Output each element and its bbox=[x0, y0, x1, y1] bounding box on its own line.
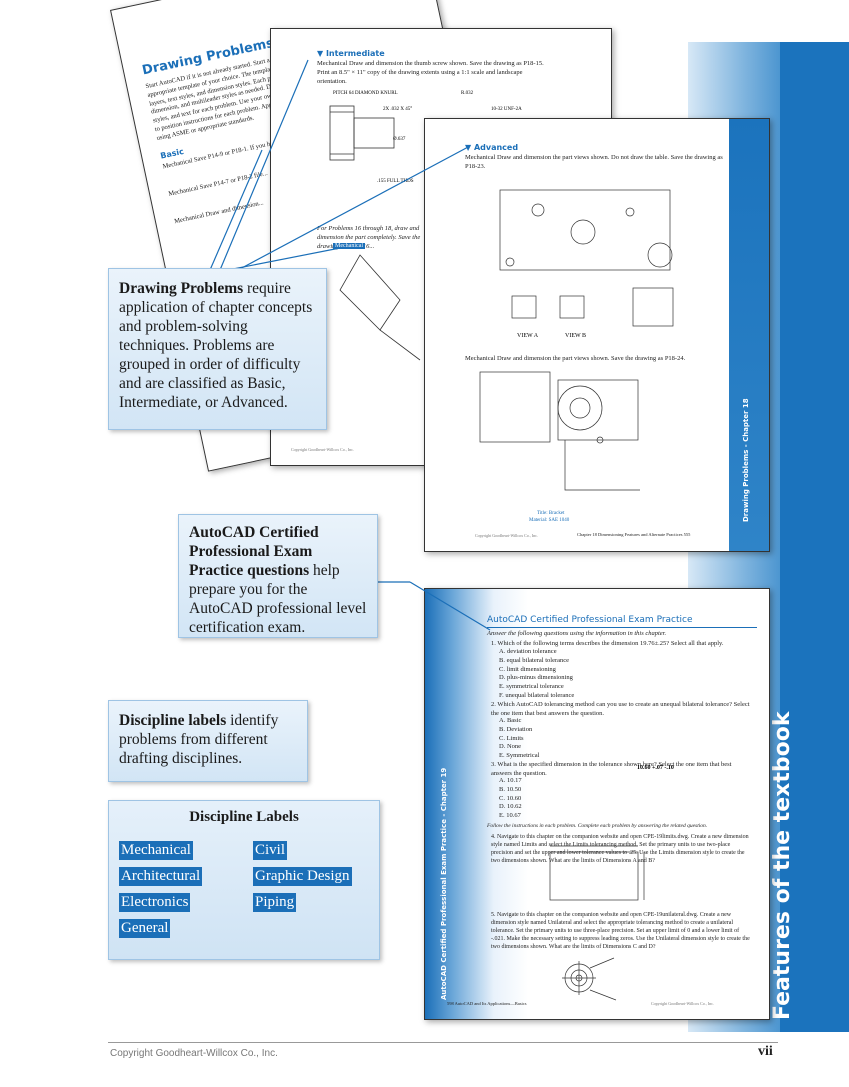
q1-options: A. deviation tolerance B. equal bilatera… bbox=[499, 648, 574, 701]
page3-footer-right: Chapter 18 Dimensioning Features and Alt… bbox=[577, 532, 691, 537]
view-a-label: VIEW A bbox=[517, 333, 539, 339]
footer-copyright: Copyright Goodheart-Willcox Co., Inc. bbox=[110, 1048, 278, 1059]
label-piping: Piping bbox=[253, 893, 297, 912]
page-exam-practice: AutoCAD Certified Professional Exam Prac… bbox=[424, 588, 770, 1020]
q2-options: A. Basic B. Deviation C. Limits D. None … bbox=[499, 717, 539, 761]
label-mechanical: Mechanical bbox=[119, 841, 193, 860]
discipline-labels-box: Discipline Labels Mechanical Civil Archi… bbox=[108, 800, 380, 960]
drawing-label: Ø.637 bbox=[393, 137, 406, 142]
q1-option: E. symmetrical tolerance bbox=[499, 683, 564, 691]
callout2-bold: AutoCAD Certified Professional Exam Prac… bbox=[189, 524, 319, 579]
callout-drawing-problems: Drawing Problems require application of … bbox=[108, 268, 327, 430]
callout1-text: require application of chapter concepts … bbox=[119, 280, 313, 411]
q3-figure: 10.60 +.07 -.10 bbox=[637, 765, 674, 771]
callout3-text: identify problems from different draftin… bbox=[119, 712, 279, 767]
page3-band bbox=[729, 119, 769, 551]
label-graphic-design: Graphic Design bbox=[253, 867, 352, 886]
page2-copyright: Copyright Goodheart-Willcox Co., Inc. bbox=[291, 447, 354, 452]
page-advanced: ▼ Advanced Mechanical Draw and dimension… bbox=[424, 118, 770, 552]
page3-footer-left: Copyright Goodheart-Willcox Co., Inc. bbox=[475, 533, 538, 538]
page-number: vii bbox=[758, 1044, 773, 1059]
drawing-label: R.032 bbox=[461, 91, 474, 96]
page3-item23: Mechanical Draw and dimension the part v… bbox=[465, 154, 723, 170]
callout1-bold: Drawing Problems bbox=[119, 280, 244, 297]
label-general: General bbox=[119, 919, 171, 938]
q2-option: B. Deviation bbox=[499, 725, 533, 733]
q2-option: A. Basic bbox=[499, 717, 522, 724]
label-architectural: Architectural bbox=[119, 867, 203, 886]
q1-option: B. equal bilateral tolerance bbox=[499, 656, 570, 664]
callout-exam-practice: AutoCAD Certified Professional Exam Prac… bbox=[178, 514, 378, 638]
page4-title: AutoCAD Certified Professional Exam Prac… bbox=[487, 615, 693, 625]
page3-item24: Mechanical Draw and dimension the part v… bbox=[465, 355, 686, 362]
q3-option: D. 10.62 bbox=[499, 803, 522, 811]
q1-option: C. limit dimensioning bbox=[499, 665, 556, 673]
view-b-label: VIEW B bbox=[565, 333, 587, 339]
page4-q5: 5. Navigate to this chapter on the compa… bbox=[491, 912, 750, 951]
page2-item15: Mechanical Draw and dimension the thumb … bbox=[317, 60, 544, 85]
page4-footer-right: Copyright Goodheart-Willcox Co., Inc. bbox=[651, 1001, 714, 1006]
page4-follow: Follow the instructions in each problem.… bbox=[487, 823, 708, 829]
callout-discipline: Discipline labels identify problems from… bbox=[108, 700, 308, 782]
label-electronics: Electronics bbox=[119, 893, 191, 912]
q3-option: A. 10.17 bbox=[499, 777, 522, 784]
page4-footer-left: 598 AutoCAD and Its Applications—Basics bbox=[447, 1001, 527, 1006]
q3-option: B. 10.50 bbox=[499, 785, 522, 793]
page3-caption1: Title: Bracket bbox=[537, 511, 565, 516]
q3-option: E. 10.67 bbox=[499, 812, 521, 820]
callout2-text: help prepare you for the AutoCAD profess… bbox=[189, 562, 367, 636]
page4-q3: 3. What is the specified dimension in th… bbox=[491, 761, 732, 777]
q1-option: A. deviation tolerance bbox=[499, 648, 557, 655]
drawing-label: .155 FULL THDS bbox=[377, 179, 414, 184]
page2-item16: Mechanical bbox=[333, 243, 365, 249]
q3-options: A. 10.17 B. 10.50 C. 10.60 D. 10.62 E. 1… bbox=[499, 777, 522, 821]
q1-option: D. plus-minus dimensioning bbox=[499, 674, 573, 682]
page3-head-label: Advanced bbox=[473, 143, 519, 152]
page2-head: ▼ Intermediate bbox=[317, 49, 385, 58]
page4-q2: 2. Which AutoCAD tolerancing method can … bbox=[491, 701, 750, 717]
page3-caption2: Material: SAE 1040 bbox=[529, 518, 570, 523]
drawing-label: 10-32 UNF-2A bbox=[491, 107, 522, 112]
q2-option: C. Limits bbox=[499, 734, 524, 742]
q3-option: C. 10.60 bbox=[499, 794, 522, 802]
page4-q1: 1. Which of the following terms describe… bbox=[491, 640, 724, 647]
page4-intro: Answer the following questions using the… bbox=[487, 630, 667, 637]
page4-q4: 4. Navigate to this chapter on the compa… bbox=[491, 834, 749, 865]
q1-option: F. unequal bilateral tolerance bbox=[499, 691, 575, 699]
label-civil: Civil bbox=[253, 841, 288, 860]
page2-head-label: Intermediate bbox=[325, 49, 385, 58]
q2-option: D. None bbox=[499, 743, 522, 751]
q2-option: E. Symmetrical bbox=[499, 752, 540, 760]
drawing-label: PITCH 64 DIAMOND KNURL bbox=[333, 91, 398, 96]
drawing-label: 2X .032 X 45° bbox=[383, 107, 413, 112]
discipline-labels-title: Discipline Labels bbox=[189, 809, 299, 825]
footer-divider bbox=[108, 1042, 778, 1043]
callout3-bold: Discipline labels bbox=[119, 712, 227, 729]
